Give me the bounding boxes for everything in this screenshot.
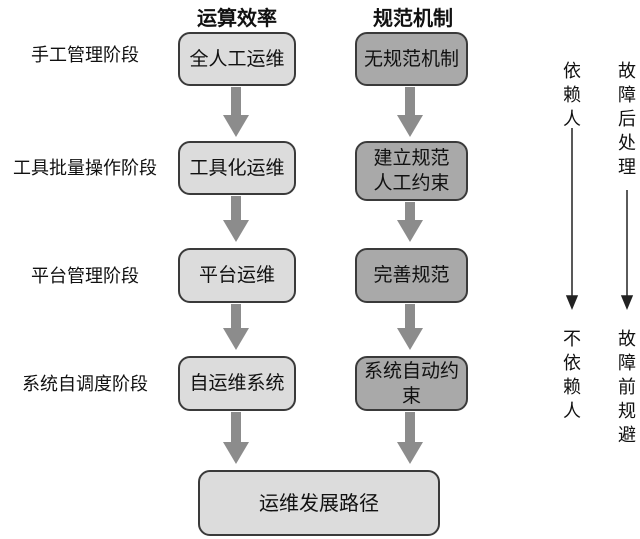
header-mechanism: 规范机制 [373, 6, 453, 30]
box-full-manual-ops: 全人工运维 [178, 32, 296, 86]
arrow-left-4 [223, 412, 249, 464]
box-tooling-ops: 工具化运维 [178, 141, 296, 195]
side-text-not-depends-on-people: 不依赖人 [563, 329, 581, 422]
arrow-left-3 [223, 304, 249, 350]
arrow-right-3 [397, 304, 423, 350]
box-no-norms: 无规范机制 [355, 32, 468, 86]
stage-label-platform: 平台管理阶段 [31, 266, 139, 287]
box-platform-ops: 平台运维 [178, 248, 296, 303]
arrow-right-1 [397, 87, 423, 137]
box-ops-development-path: 运维发展路径 [198, 470, 440, 536]
side-text-post-fault-handling: 故障后处理 [618, 61, 636, 178]
arrow-right-2 [397, 202, 423, 242]
side-text-depends-on-people: 依赖人 [563, 61, 581, 130]
side-text-pre-fault-avoidance: 故障前规避 [618, 329, 636, 446]
arrow-right-4 [397, 412, 423, 464]
stage-label-self-scheduling: 系统自调度阶段 [22, 374, 148, 395]
side-arrow-fault [620, 190, 634, 310]
header-efficiency: 运算效率 [197, 6, 277, 30]
stage-label-tool-batch: 工具批量操作阶段 [13, 158, 157, 179]
arrow-left-1 [223, 87, 249, 137]
box-improve-norms: 完善规范 [355, 248, 468, 303]
box-system-auto-constraint: 系统自动约束 [355, 356, 468, 411]
box-build-norms: 建立规范 人工约束 [355, 141, 468, 201]
arrow-left-2 [223, 196, 249, 242]
stage-label-manual: 手工管理阶段 [31, 45, 139, 66]
side-arrow-dependency [565, 128, 579, 310]
box-self-ops-system: 自运维系统 [178, 356, 296, 411]
